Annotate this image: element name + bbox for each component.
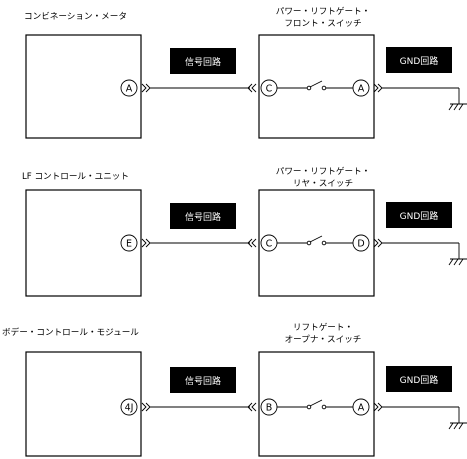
signal-circuit-tag: [170, 48, 236, 74]
switch-contact-right: [321, 404, 327, 410]
signal-circuit-label: 信号回路: [185, 375, 221, 387]
signal-circuit-tag: [170, 203, 236, 229]
switch-contact-left: [306, 404, 312, 410]
ground-hatch: [448, 103, 454, 111]
gnd-circuit-label: GND回路: [400, 374, 439, 386]
gnd-circuit-tag: [386, 202, 452, 228]
gnd-circuit-tag: [386, 366, 452, 392]
switch-out-pin-circle: [352, 234, 370, 252]
left-pin-label: E: [126, 239, 132, 250]
circuit-row-1: コンビネーション・メータ パワー・リフトゲート・フロント・スイッチ A C A 信号回路 G…: [24, 5, 467, 139]
switch-blade: [309, 235, 323, 243]
switch-title-line1: パワー・リフトゲート・: [276, 5, 371, 17]
switch-title-line1: リフトゲート・: [293, 321, 353, 333]
ground-hatch: [453, 422, 459, 430]
signal-circuit-label: 信号回路: [185, 56, 221, 68]
left-pin-circle: [120, 234, 138, 252]
switch-contact-left: [306, 85, 312, 91]
switch-title-line1: パワー・リフトゲート・: [276, 165, 371, 177]
switch-out-pin-circle: [352, 398, 370, 416]
connector-chevron-left: [247, 238, 257, 248]
ground-hatch: [458, 103, 464, 111]
switch-in-pin-label: C: [266, 84, 273, 95]
ground-hatch: [458, 258, 464, 266]
switch-in-pin-label: C: [266, 239, 273, 250]
connector-chevron-right: [141, 402, 151, 412]
ground-hatch: [448, 258, 454, 266]
connector-chevron-left: [247, 83, 257, 93]
ground-hatch: [453, 258, 459, 266]
switch-contact-right: [321, 85, 327, 91]
left-unit-title: ボデー・コントロール・モジュール: [2, 326, 139, 338]
left-unit-title: LF コントロール・ユニット: [22, 172, 129, 182]
left-pin-label: A: [126, 84, 133, 95]
connector-chevron-left: [247, 402, 257, 412]
gnd-circuit-label: GND回路: [400, 55, 439, 67]
switch-title-line2: フロント・スイッチ: [284, 18, 361, 29]
circuit-row-3: ボデー・コントロール・モジュール リフトゲート・オープナ・スイッチ 4J B A 信号回路…: [2, 321, 467, 457]
connector-chevron-right: [141, 238, 151, 248]
switch-blade: [309, 80, 323, 88]
ground-hatch: [448, 422, 454, 430]
switch-in-pin-label: B: [266, 403, 273, 414]
switch-out-pin-label: A: [358, 84, 365, 95]
switch-out-pin-label: A: [358, 403, 365, 414]
switch-out-pin-label: D: [357, 239, 364, 250]
ground-hatch: [453, 103, 459, 111]
gnd-circuit-tag: [386, 47, 452, 73]
left-pin-circle: [120, 79, 138, 97]
ground-hatch: [458, 422, 464, 430]
gnd-circuit-label: GND回路: [400, 210, 439, 222]
left-pin-circle: [120, 398, 138, 416]
left-pin-label: 4J: [125, 403, 134, 414]
connector-chevron-right: [373, 402, 383, 412]
switch-title-line2: リヤ・スイッチ: [293, 178, 353, 189]
connector-chevron-right: [141, 83, 151, 93]
switch-title-line2: オープナ・スイッチ: [285, 334, 362, 345]
left-unit-title: コンビネーション・メータ: [24, 11, 127, 22]
signal-circuit-tag: [170, 367, 236, 393]
connector-chevron-right: [373, 238, 383, 248]
connector-chevron-right: [373, 83, 383, 93]
signal-circuit-label: 信号回路: [185, 211, 221, 223]
switch-contact-left: [306, 240, 312, 246]
switch-out-pin-circle: [352, 79, 370, 97]
switch-contact-right: [321, 240, 327, 246]
switch-blade: [309, 399, 323, 407]
circuit-row-2: LF コントロール・ユニット パワー・リフトゲート・リヤ・スイッチ E C D 信号回路 G…: [22, 165, 467, 297]
